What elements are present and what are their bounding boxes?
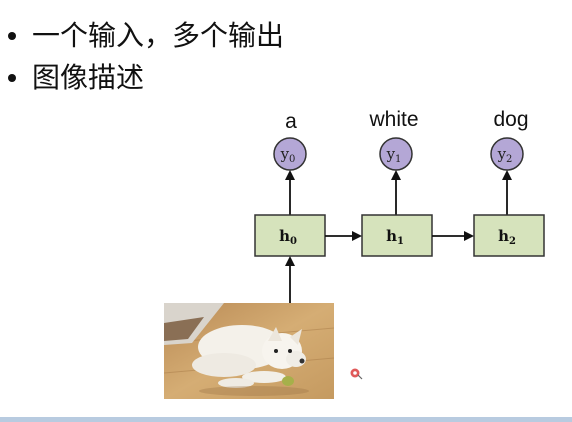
bullet-image-captioning: 图像描述 [8,64,144,92]
bullet-text: 图像描述 [32,61,145,94]
output-label-y2: y2 [497,145,513,165]
bullet-text: 一个输入，多个输出 [32,19,285,52]
dog-photo-icon [164,303,334,399]
hidden-state-h0 [254,214,326,257]
hidden-label-h1: h1 [386,227,404,247]
output-word-dog: dog [493,108,528,131]
bullet-dot-icon [8,74,16,82]
output-word-white: white [368,108,418,131]
hidden-state-h2 [473,214,545,257]
bullet-one-input-multiple-outputs: 一个输入，多个输出 [8,22,284,50]
hidden-label-h2: h2 [498,227,516,247]
output-word-a: a [285,110,297,133]
bullet-dot-icon [8,32,16,40]
slide-bottom-border [0,417,572,422]
hidden-label-h0: h0 [279,227,297,247]
dog-photo [164,303,334,399]
pointer-cursor-icon [349,367,363,380]
output-label-y0: y0 [280,145,296,165]
output-label-y1: y1 [386,145,402,165]
